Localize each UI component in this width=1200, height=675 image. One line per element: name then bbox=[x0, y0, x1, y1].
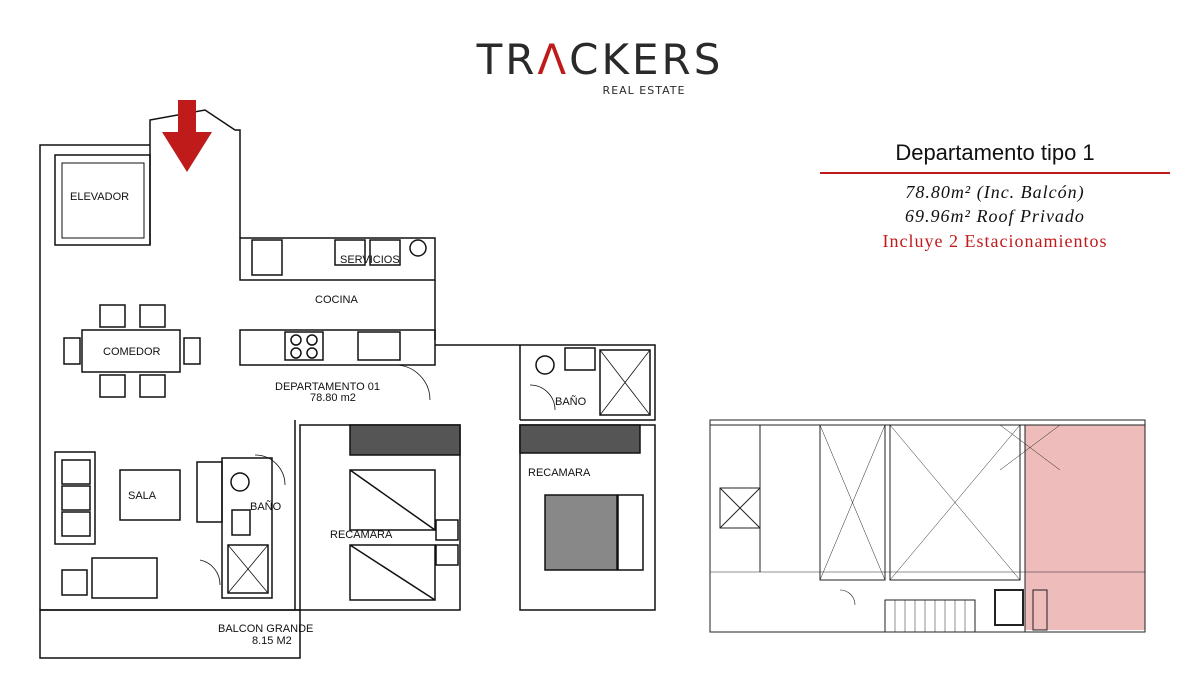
label-balcony: BALCON GRANDE bbox=[218, 623, 313, 635]
brand-accent-letter: Λ bbox=[537, 35, 570, 84]
label-elevator: ELEVADOR bbox=[70, 191, 129, 203]
label-balcony-area: 8.15 M2 bbox=[252, 635, 292, 647]
brand-name: TRΛCKERS bbox=[476, 35, 724, 84]
services-area bbox=[239, 237, 436, 281]
balcony bbox=[39, 609, 301, 659]
roof-highlight-zone bbox=[1025, 425, 1145, 630]
label-kitchen: COCINA bbox=[315, 294, 358, 306]
living-table bbox=[119, 469, 181, 521]
label-bedroom-right: RECAMARA bbox=[528, 467, 591, 479]
down-arrow-icon bbox=[162, 100, 212, 172]
area-roof: 69.96m² Roof Privado bbox=[905, 206, 1085, 226]
sofa-left bbox=[54, 451, 96, 545]
bath-left bbox=[221, 457, 273, 599]
label-apartment-area: 78.80 m2 bbox=[310, 392, 356, 404]
brand-subtitle: REAL ESTATE bbox=[602, 84, 686, 97]
kitchen-counter bbox=[239, 329, 436, 366]
parking-note: Incluye 2 Estacionamientos bbox=[882, 231, 1108, 251]
label-bedroom-center: RECAMARA bbox=[330, 529, 393, 541]
floor-plan: ELEVADOR SERVICIOS COCINA COMEDOR DEPART… bbox=[39, 100, 656, 659]
dining-table bbox=[81, 329, 181, 373]
unit-info-panel: Departamento tipo 1 78.80m² (Inc. Balcón… bbox=[820, 140, 1170, 254]
label-apartment: DEPARTAMENTO 01 bbox=[275, 381, 380, 393]
outer-wall-left bbox=[39, 144, 150, 610]
label-dining: COMEDOR bbox=[103, 346, 161, 358]
label-bath-upper: BAÑO bbox=[555, 395, 587, 408]
brand-logo: TRΛCKERS REAL ESTATE bbox=[455, 36, 745, 106]
label-services: SERVICIOS bbox=[340, 254, 400, 266]
unit-title: Departamento tipo 1 bbox=[820, 140, 1170, 174]
area-total: 78.80m² (Inc. Balcón) bbox=[905, 182, 1085, 202]
label-living: SALA bbox=[128, 490, 157, 502]
label-bath-lower: BAÑO bbox=[250, 500, 282, 513]
